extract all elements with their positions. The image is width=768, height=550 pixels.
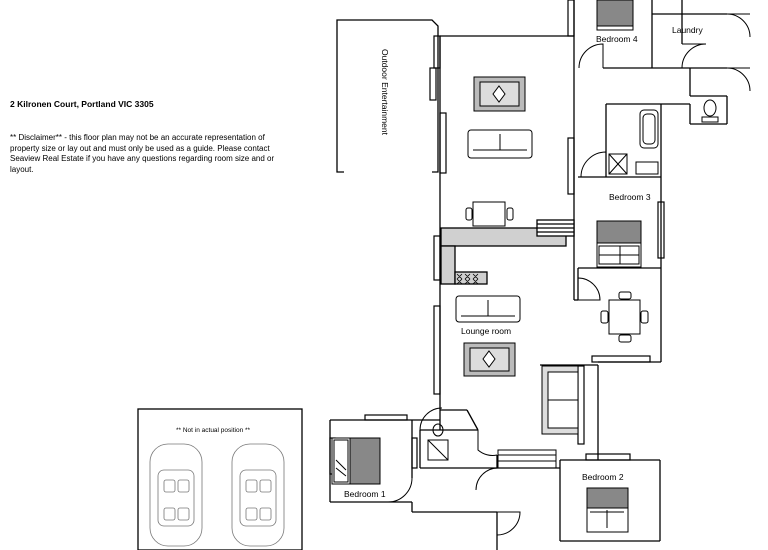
windows (329, 0, 665, 475)
kitchen (440, 219, 575, 285)
bath-fixtures (427, 99, 719, 469)
label-bedroom-3: Bedroom 3 (609, 192, 651, 202)
doors (387, 13, 751, 536)
label-bedroom-4: Bedroom 4 (596, 34, 638, 44)
living-furniture (455, 76, 649, 435)
beds (331, 0, 642, 533)
disclaimer-text: ** Disclaimer** - this floor plan may no… (10, 133, 275, 174)
outdoor-deck (336, 19, 439, 173)
property-address: 2 Kilronen Court, Portland VIC 3305 (10, 99, 154, 109)
garage (137, 408, 303, 550)
label-bedroom-2: Bedroom 2 (582, 472, 624, 482)
label-laundry: Laundry (672, 25, 703, 35)
label-outdoor-entertainment: Outdoor Entertainment (380, 49, 390, 135)
garage-note: ** Not in actual position ** (176, 427, 251, 434)
label-lounge-room: Lounge room (461, 326, 512, 336)
label-bedroom-1: Bedroom 1 (344, 489, 386, 499)
